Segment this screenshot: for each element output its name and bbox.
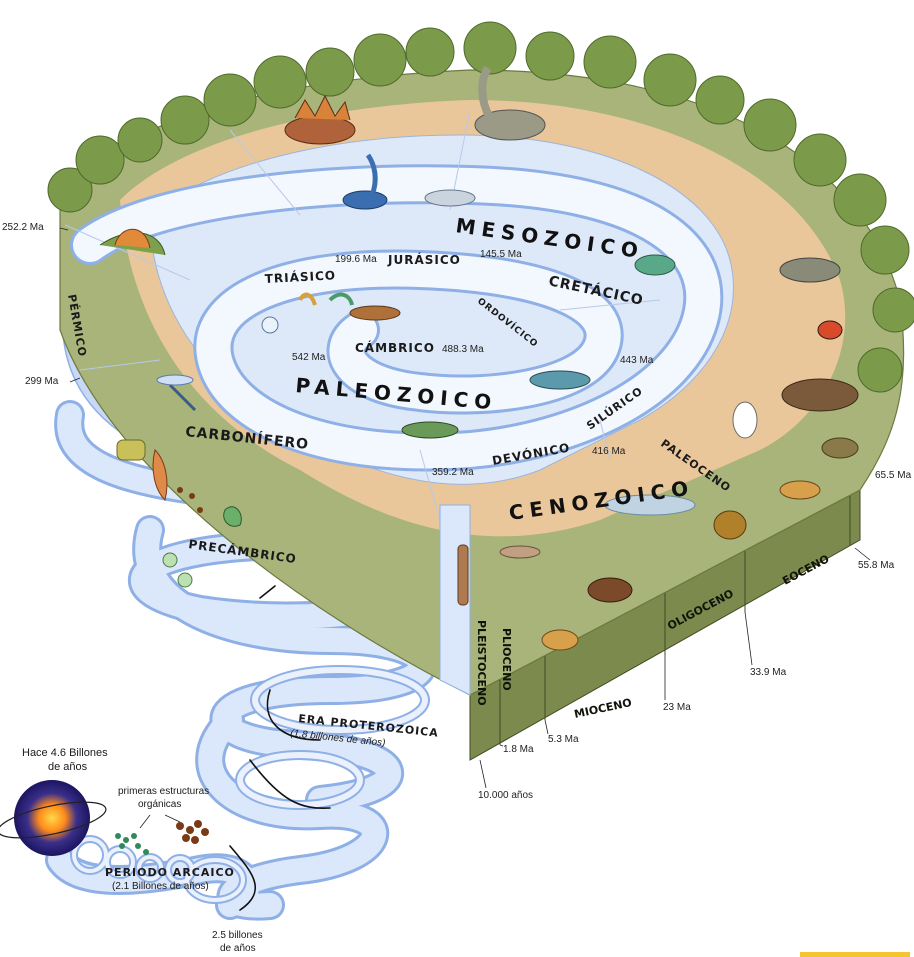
- organic-label-line1: primeras estructuras: [118, 786, 209, 797]
- age-10000-years: 10.000 años: [478, 790, 533, 801]
- epoch-miocene: MIOCENO: [573, 696, 633, 721]
- age-5: 5.3 Ma: [548, 734, 579, 745]
- origin-label-line2: de años: [48, 761, 88, 773]
- age-55: 55.8 Ma: [858, 560, 895, 571]
- age-416: 416 Ma: [592, 446, 626, 457]
- period-jurassic: JURÁSICO: [387, 252, 461, 267]
- epoch-pliocene: PLIOCENO: [500, 628, 513, 691]
- age-33: 33.9 Ma: [750, 667, 787, 678]
- age-199: 199.6 Ma: [335, 254, 377, 265]
- corner-strip: [800, 952, 910, 957]
- archean-title: PERIODO ARCAICO: [105, 866, 235, 879]
- bottom-label-line1: 2.5 billones: [212, 930, 263, 941]
- period-cambrian: CÁMBRICO: [355, 340, 435, 355]
- age-542: 542 Ma: [292, 352, 326, 363]
- epoch-pleistocene: PLEISTOCENO: [475, 620, 488, 706]
- origin-label-line1: Hace 4.6 Billones: [22, 747, 108, 759]
- age-359: 359.2 Ma: [432, 467, 474, 478]
- age-252: 252.2 Ma: [2, 222, 44, 233]
- planet-origin: [0, 780, 109, 856]
- organic-label-line2: orgánicas: [138, 799, 181, 810]
- age-1: 1.8 Ma: [503, 744, 534, 755]
- age-65: 65.5 Ma: [875, 470, 912, 481]
- age-145: 145.5 Ma: [480, 249, 522, 260]
- age-443: 443 Ma: [620, 355, 654, 366]
- age-23: 23 Ma: [663, 702, 691, 713]
- archean-subtitle: (2.1 Billones de años): [112, 881, 209, 892]
- bottom-label-line2: de años: [220, 943, 256, 954]
- age-299: 299 Ma: [25, 376, 59, 387]
- age-488: 488.3 Ma: [442, 344, 484, 355]
